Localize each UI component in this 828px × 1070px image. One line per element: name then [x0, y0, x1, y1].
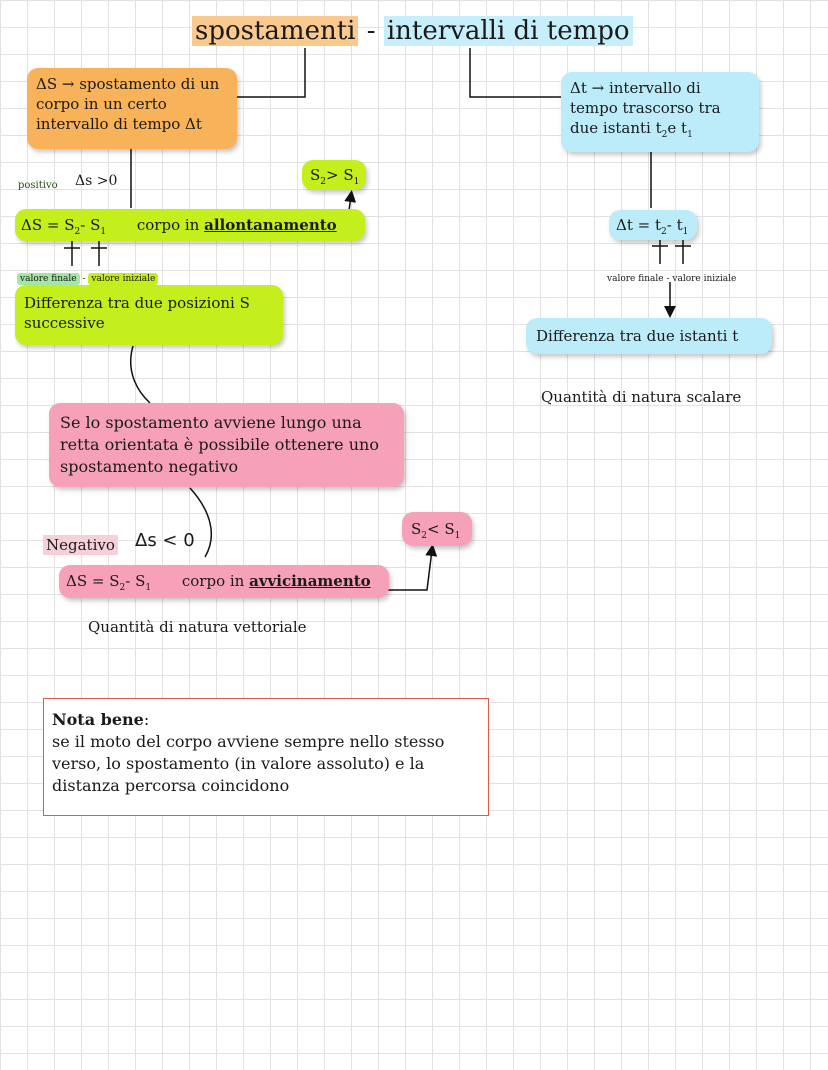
instant-difference-text: Differenza tra due istanti t — [536, 327, 739, 345]
oriented-line-box: Se lo spostamento avviene lungo una rett… — [49, 403, 404, 487]
s1-label: S — [343, 166, 354, 184]
positive-label: positivo — [18, 180, 58, 191]
formula-neg-text: ΔS = S — [66, 572, 120, 590]
s1-sub: 1 — [353, 177, 360, 187]
negative-state: corpo in avvicinamento — [182, 572, 371, 590]
s2-sub: 2 — [320, 177, 327, 187]
position-difference-box: Differenza tra due posizioni S successiv… — [15, 285, 283, 345]
positive-formula: ΔS = S2- S1 — [21, 216, 107, 237]
neg-state-word: avvicinamento — [249, 572, 371, 590]
s1-label-neg: S — [444, 520, 455, 538]
formula-neg-sub2: 1 — [145, 583, 152, 593]
right-value-labels: valore finale - valore iniziale — [607, 266, 736, 285]
displacement-definition-text: ΔS → spostamento di un corpo in un certo… — [36, 75, 220, 133]
scalar-nature-text: Quantità di natura scalare — [541, 388, 742, 406]
note-heading: Nota bene — [52, 710, 144, 729]
line-title-to-left — [237, 48, 306, 98]
formula-pos-sub2: 1 — [100, 227, 107, 237]
note-box: Nota bene: se il moto del corpo avviene … — [43, 698, 489, 816]
left-final-label: valore finale — [17, 273, 80, 285]
time-interval-definition-box: Δt → intervallo di tempo trascorso tra d… — [561, 72, 759, 152]
time-def-text: Δt → intervallo di tempo trascorso tra d… — [570, 79, 721, 137]
curve-diff-to-oriented — [129, 345, 151, 404]
pos-state-prefix: corpo in — [136, 216, 205, 234]
formula-neg-mid: - S — [125, 572, 146, 590]
time-def-sub2: 1 — [687, 130, 693, 140]
formula-neg-sub1: 2 — [119, 583, 126, 593]
page-title: spostamenti - intervalli di tempo — [192, 16, 633, 46]
formula-pos-sub1: 2 — [74, 227, 81, 237]
positive-formula-box: ΔS = S2- S1 corpo in allontanamento — [15, 209, 365, 241]
negative-condition: Δs < 0 — [135, 530, 195, 551]
time-formula-text: Δt = t — [616, 216, 661, 234]
right-dash: - — [663, 274, 673, 284]
left-value-labels: valore finale - valore iniziale — [17, 266, 159, 285]
s2-label-neg: S — [411, 520, 422, 538]
arrow-avvicinamento — [385, 544, 438, 591]
right-final-label: valore finale — [607, 274, 664, 284]
time-def-mid: e t — [667, 119, 688, 137]
lt-operator: < — [427, 520, 445, 538]
gt-operator: > — [326, 166, 344, 184]
negative-formula-box: ΔS = S2- S1 corpo in avvicinamento — [59, 565, 389, 598]
s2-greater-s1-box: S2> S1 — [302, 160, 366, 190]
left-dash: - — [79, 274, 89, 284]
pos-state-word: allontanamento — [204, 216, 337, 234]
s2-less-s1-box: S2< S1 — [402, 512, 472, 546]
title-intervalli: intervalli di tempo — [383, 16, 633, 46]
positive-condition: Δs >0 — [75, 173, 118, 189]
left-initial-label: valore iniziale — [88, 273, 159, 285]
vector-nature-text: Quantità di natura vettoriale — [88, 618, 307, 636]
negative-label: Negativo — [43, 535, 118, 555]
time-def-sub1: 2 — [661, 130, 668, 140]
title-separator: - — [358, 16, 384, 46]
negative-formula: ΔS = S2- S1 — [66, 572, 152, 593]
neg-state-prefix: corpo in — [181, 572, 250, 590]
oriented-line-text: Se lo spostamento avviene lungo una rett… — [60, 413, 379, 476]
s1-sub-neg: 1 — [454, 531, 461, 541]
time-formula-sub2: 1 — [682, 227, 689, 237]
position-difference-text: Differenza tra due posizioni S successiv… — [24, 294, 250, 332]
note-body: se il moto del corpo avviene sempre nell… — [52, 732, 445, 795]
formula-pos-mid: - S — [80, 216, 101, 234]
curve-oriented-to-negative — [189, 487, 213, 558]
note-colon: : — [143, 710, 150, 729]
s2-sub-neg: 2 — [421, 531, 428, 541]
displacement-definition-box: ΔS → spostamento di un corpo in un certo… — [27, 68, 237, 149]
time-formula-mid: - t — [666, 216, 683, 234]
title-spostamenti: spostamenti — [192, 16, 359, 46]
right-initial-label: valore iniziale — [672, 274, 737, 284]
line-title-to-right — [469, 48, 562, 98]
formula-pos-text: ΔS = S — [21, 216, 75, 234]
positive-state: corpo in allontanamento — [137, 216, 337, 234]
time-formula-box: Δt = t2- t1 — [609, 210, 697, 240]
time-formula-sub1: 2 — [661, 227, 667, 237]
instant-difference-box: Differenza tra due istanti t — [526, 318, 772, 354]
s2-label: S — [310, 166, 321, 184]
